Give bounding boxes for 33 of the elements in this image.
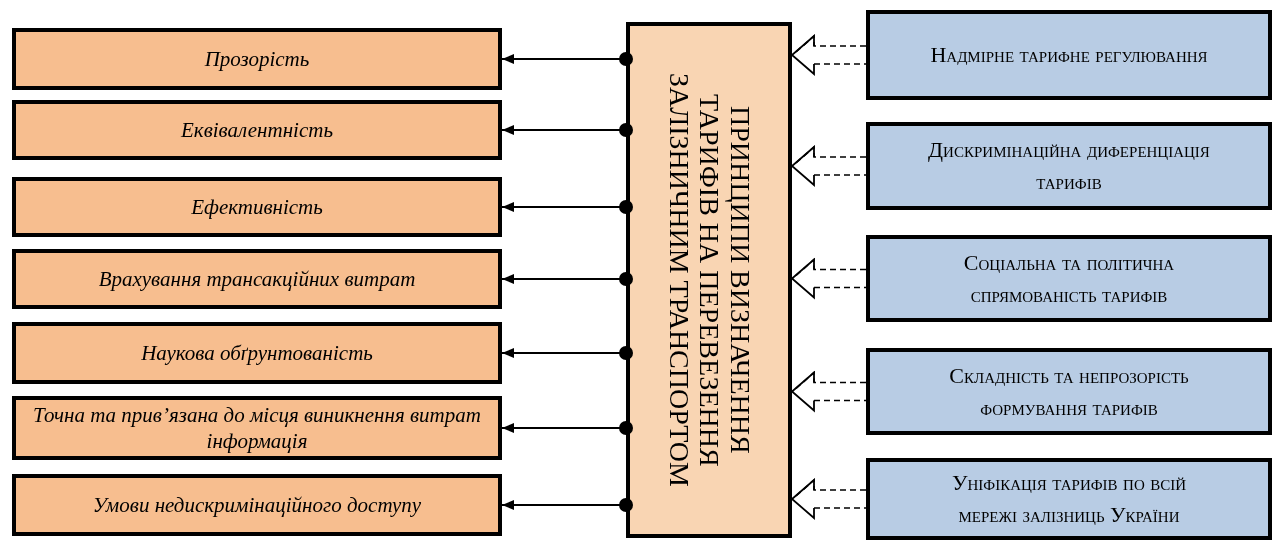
box-label: Точна та прив’язана до місця виникнення витрат інформація — [32, 401, 482, 455]
box-label: Врахування трансакційних витрат — [97, 265, 417, 293]
arrow — [502, 272, 633, 286]
box-label: Наукова обґрунтованість — [140, 339, 374, 367]
box-label: Надмірне тарифне регулювання — [929, 41, 1209, 70]
arrow — [502, 200, 633, 214]
heading-text: ПРИНЦИПИ ВИЗНАЧЕННЯ ТАРИФІВ НА ПЕРЕВЕЗЕННЯ ЗАЛІЗНИЧНИМ ТРАНСПОРТОМ — [662, 72, 756, 489]
arrow — [502, 498, 633, 512]
box-label: Складність та непрозорість формування тарифів — [948, 361, 1190, 422]
principle-box — [12, 177, 502, 237]
box-label: Уніфікація тарифів по всій мережі залізниць України — [950, 469, 1188, 529]
arrow — [502, 421, 633, 435]
principle-box — [12, 396, 502, 460]
heading-box — [626, 22, 792, 538]
box-label: Умови недискримінаційного доступу — [91, 491, 423, 519]
box-label: Дискримінаційна диференціація тарифів — [927, 136, 1211, 196]
box-label: Соціальна та політична спрямованість тарифів — [962, 248, 1176, 309]
box-label: Еквівалентність — [180, 116, 334, 144]
arrow — [502, 52, 633, 66]
principle-box — [12, 474, 502, 536]
box-label: Ефективність — [190, 193, 324, 221]
problem-box — [866, 458, 1272, 540]
principle-box — [12, 249, 502, 309]
problem-box — [866, 122, 1272, 210]
problem-box — [866, 348, 1272, 435]
arrow — [502, 123, 633, 137]
problem-box — [866, 10, 1272, 100]
arrow — [502, 346, 633, 360]
principle-box — [12, 28, 502, 90]
problem-box — [866, 235, 1272, 322]
principle-box — [12, 100, 502, 160]
box-label: Прозорість — [203, 45, 311, 73]
principle-box — [12, 322, 502, 384]
